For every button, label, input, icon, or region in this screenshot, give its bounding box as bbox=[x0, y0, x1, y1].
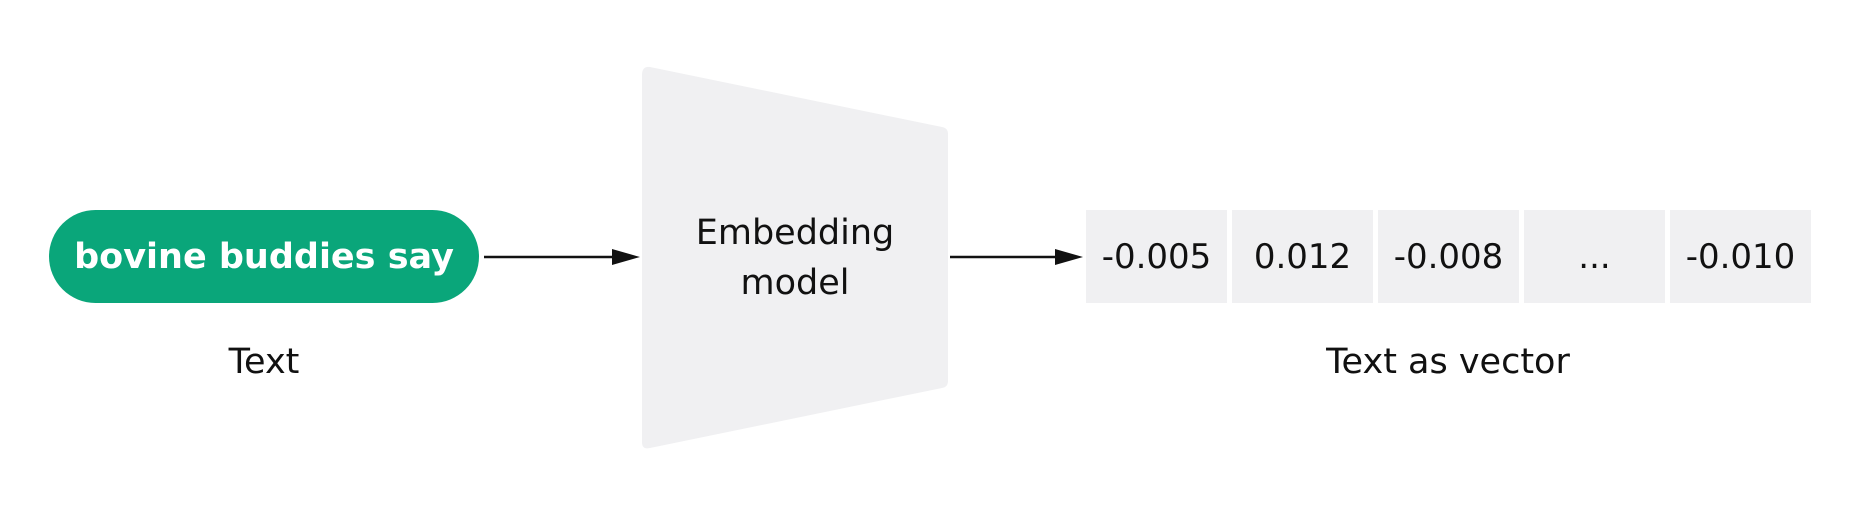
vector-cell: -0.010 bbox=[1670, 210, 1811, 303]
embedding-model-label: Embedding model bbox=[640, 208, 950, 308]
model-label-line1: Embedding bbox=[695, 213, 895, 253]
vector-cell: -0.008 bbox=[1378, 210, 1519, 303]
vector-cell-ellipsis: ... bbox=[1524, 210, 1665, 303]
arrow-model-to-vector bbox=[950, 249, 1083, 265]
caption-text: Text bbox=[228, 342, 300, 382]
caption-text-as-vector: Text as vector bbox=[1326, 342, 1570, 382]
vector-cell: -0.005 bbox=[1086, 210, 1227, 303]
arrow-text-to-model bbox=[484, 249, 640, 265]
input-text-pill: bovine buddies say bbox=[49, 210, 479, 303]
vector-output: -0.005 0.012 -0.008 ... -0.010 bbox=[1086, 210, 1811, 303]
model-label-line2: model bbox=[740, 263, 850, 303]
embedding-model-shape bbox=[642, 66, 948, 449]
vector-cell: 0.012 bbox=[1232, 210, 1373, 303]
